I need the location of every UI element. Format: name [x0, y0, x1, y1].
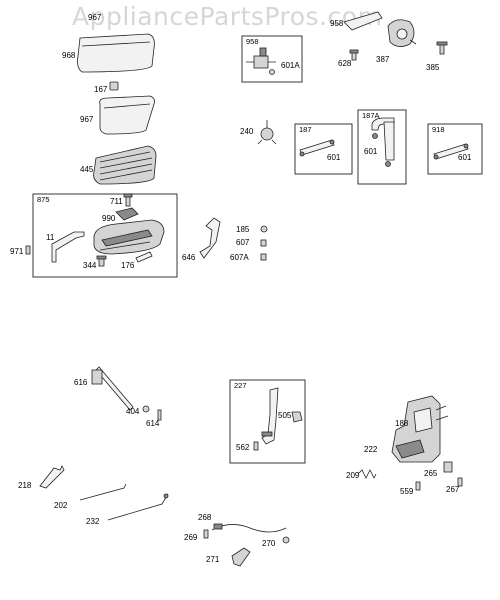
screw-607[interactable]	[260, 239, 267, 247]
label-711: 711	[110, 197, 123, 206]
label-218: 218	[18, 481, 32, 490]
screw-971[interactable]	[25, 245, 31, 255]
label-601-187a: 601	[364, 147, 378, 156]
group-label-918: 918	[432, 125, 445, 134]
fuel-line-187a[interactable]	[371, 117, 395, 167]
label-222: 222	[364, 445, 378, 454]
valve-387[interactable]	[387, 19, 417, 47]
handle-271[interactable]	[231, 547, 251, 567]
screw-269[interactable]	[203, 529, 209, 539]
group-label-227: 227	[234, 381, 247, 390]
nut-185[interactable]	[260, 225, 268, 233]
label-167: 167	[94, 85, 108, 94]
label-271: 271	[206, 555, 220, 564]
washer-404[interactable]	[142, 405, 150, 413]
base-plate-875[interactable]	[93, 219, 165, 255]
control-bracket[interactable]	[391, 395, 449, 463]
label-344: 344	[83, 261, 97, 270]
group-box-187	[294, 123, 353, 175]
spring-209[interactable]	[357, 469, 377, 479]
label-607a: 607A	[230, 253, 249, 262]
clip-265[interactable]	[443, 461, 453, 473]
fuel-line-918[interactable]	[433, 143, 469, 160]
group-box-958	[241, 35, 303, 83]
label-265: 265	[424, 469, 438, 478]
label-270: 270	[262, 539, 276, 548]
seal-990[interactable]	[115, 207, 139, 221]
group-box-875	[32, 193, 178, 278]
link-218[interactable]	[39, 465, 65, 489]
label-505: 505	[278, 411, 292, 420]
screw-607a[interactable]	[260, 253, 267, 261]
label-601-918: 601	[458, 153, 472, 162]
label-967-top: 967	[88, 13, 102, 22]
group-box-918	[427, 123, 483, 175]
label-562: 562	[236, 443, 250, 452]
label-240: 240	[240, 127, 254, 136]
rod-202[interactable]	[79, 483, 127, 501]
screw-267[interactable]	[457, 477, 463, 487]
cable-268[interactable]	[211, 523, 287, 533]
label-385: 385	[426, 63, 440, 72]
label-202: 202	[54, 501, 68, 510]
shaft-616[interactable]	[91, 366, 134, 411]
clip-270[interactable]	[282, 536, 290, 544]
rod-232[interactable]	[107, 493, 169, 521]
screw-344[interactable]	[96, 255, 107, 267]
group-label-187: 187	[299, 125, 312, 134]
screw-562[interactable]	[253, 441, 259, 451]
fuel-line-187[interactable]	[299, 139, 335, 157]
governor-lever-227[interactable]	[261, 387, 279, 445]
label-268: 268	[198, 513, 212, 522]
bracket-958-top[interactable]	[343, 11, 383, 31]
label-646: 646	[182, 253, 196, 262]
air-cleaner-cover-968[interactable]	[77, 33, 155, 73]
label-971: 971	[10, 247, 24, 256]
label-614: 614	[146, 419, 160, 428]
tube-176[interactable]	[135, 251, 153, 263]
label-990: 990	[102, 214, 116, 223]
label-601a-958: 601A	[281, 61, 300, 70]
label-616: 616	[74, 378, 88, 387]
group-label-187a: 187A	[362, 111, 380, 120]
bracket-646[interactable]	[199, 217, 221, 259]
label-267: 267	[446, 485, 460, 494]
label-269: 269	[184, 533, 198, 542]
label-11: 11	[46, 233, 55, 242]
label-559: 559	[400, 487, 414, 496]
screw-385[interactable]	[436, 41, 448, 55]
label-387: 387	[376, 55, 390, 64]
screw-711[interactable]	[123, 193, 133, 207]
group-box-187a	[357, 109, 407, 185]
label-601-187: 601	[327, 153, 341, 162]
fuel-valve-958[interactable]	[246, 47, 276, 75]
label-188: 188	[395, 419, 409, 428]
label-628: 628	[338, 59, 352, 68]
nut-505[interactable]	[291, 411, 303, 423]
pin-614[interactable]	[157, 409, 162, 421]
group-box-227	[229, 379, 306, 464]
air-filter-445[interactable]	[93, 145, 157, 185]
label-958-top: 958	[330, 19, 344, 28]
label-209: 209	[346, 471, 360, 480]
label-445: 445	[80, 165, 94, 174]
label-404: 404	[126, 407, 140, 416]
fuel-filter-240[interactable]	[257, 120, 277, 145]
knob-167[interactable]	[109, 81, 119, 91]
label-176: 176	[121, 261, 135, 270]
label-968: 968	[62, 51, 76, 60]
lever-11[interactable]	[51, 231, 85, 263]
group-label-958: 958	[246, 37, 259, 46]
group-label-875: 875	[37, 195, 50, 204]
watermark: AppliancePartsPros.com	[72, 2, 383, 31]
label-967: 967	[80, 115, 94, 124]
pre-cleaner-967[interactable]	[99, 95, 155, 135]
screw-559[interactable]	[415, 481, 421, 491]
screw-628[interactable]	[349, 49, 359, 61]
label-232: 232	[86, 517, 100, 526]
label-607: 607	[236, 238, 250, 247]
label-185: 185	[236, 225, 250, 234]
